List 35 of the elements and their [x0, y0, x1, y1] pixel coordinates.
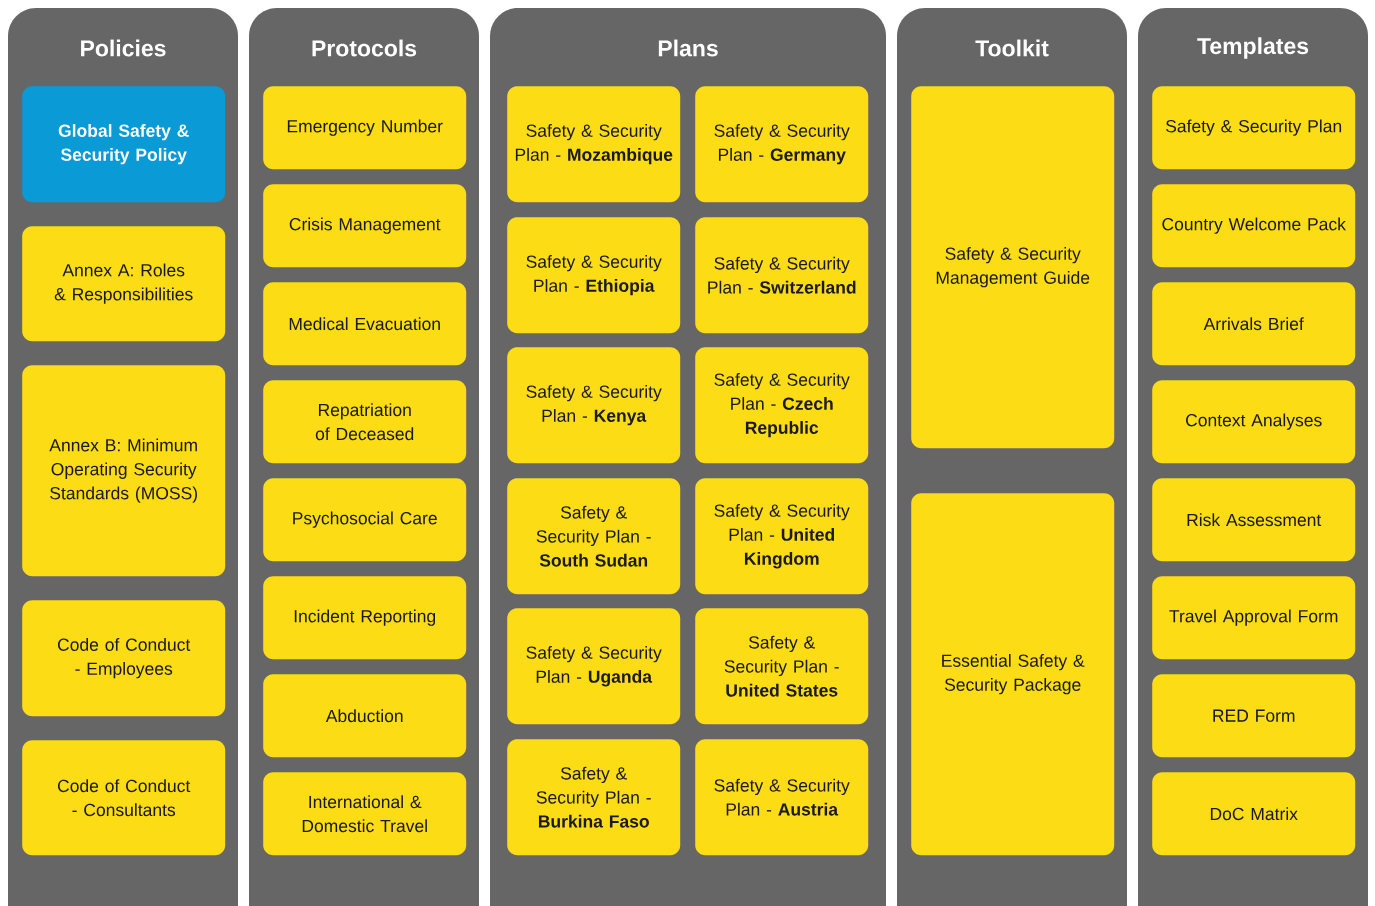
document-box: Safety & Security Plan - Uganda: [507, 608, 681, 725]
document-box: Risk Assessment: [1152, 478, 1356, 562]
document-box: Psychosocial Care: [263, 478, 467, 562]
document-box: Annex A: Roles & Responsibilities: [22, 226, 226, 342]
document-box: Safety & Security Plan - Switzerland: [695, 217, 869, 334]
document-box: Context Analyses: [1152, 380, 1356, 464]
document-box: Safety & Security Management Guide: [911, 86, 1115, 449]
document-box: Safety & Security Plan - Czech Republic: [695, 347, 869, 464]
document-box: Safety & Security Plan - South Sudan: [507, 478, 681, 595]
document-box: Safety & Security Plan: [1152, 86, 1356, 170]
document-box: Crisis Management: [263, 184, 467, 268]
document-box: Incident Reporting: [263, 576, 467, 660]
document-box: Medical Evacuation: [263, 282, 467, 366]
document-box: International & Domestic Travel: [263, 772, 467, 856]
document-box: Emergency Number: [263, 86, 467, 170]
document-box: RED Form: [1152, 674, 1356, 758]
document-box: Repatriation of Deceased: [263, 380, 467, 464]
document-box: Safety & Security Plan - United Kingdom: [695, 478, 869, 595]
document-box: Abduction: [263, 674, 467, 758]
document-box: Travel Approval Form: [1152, 576, 1356, 660]
document-box: Safety & Security Plan - Kenya: [507, 347, 681, 464]
document-box: Annex B: Minimum Operating Security Standards (MOSS): [22, 365, 226, 577]
document-box: Safety & Security Plan - Austria: [695, 739, 869, 856]
document-box: Safety & Security Plan - United States: [695, 608, 869, 725]
document-box: Code of Conduct - Consultants: [22, 740, 226, 856]
document-box: Arrivals Brief: [1152, 282, 1356, 366]
document-box: Safety & Security Plan - Ethiopia: [507, 217, 681, 334]
document-box: Safety & Security Plan - Mozambique: [507, 86, 681, 203]
document-box: DoC Matrix: [1152, 772, 1356, 856]
document-box: Country Welcome Pack: [1152, 184, 1356, 268]
document-box: Safety & Security Plan - Burkina Faso: [507, 739, 681, 856]
document-box: Safety & Security Plan - Germany: [695, 86, 869, 203]
policy-box: Global Safety & Security Policy: [22, 86, 226, 203]
document-box: Essential Safety & Security Package: [911, 493, 1115, 856]
document-box: Code of Conduct - Employees: [22, 600, 226, 717]
